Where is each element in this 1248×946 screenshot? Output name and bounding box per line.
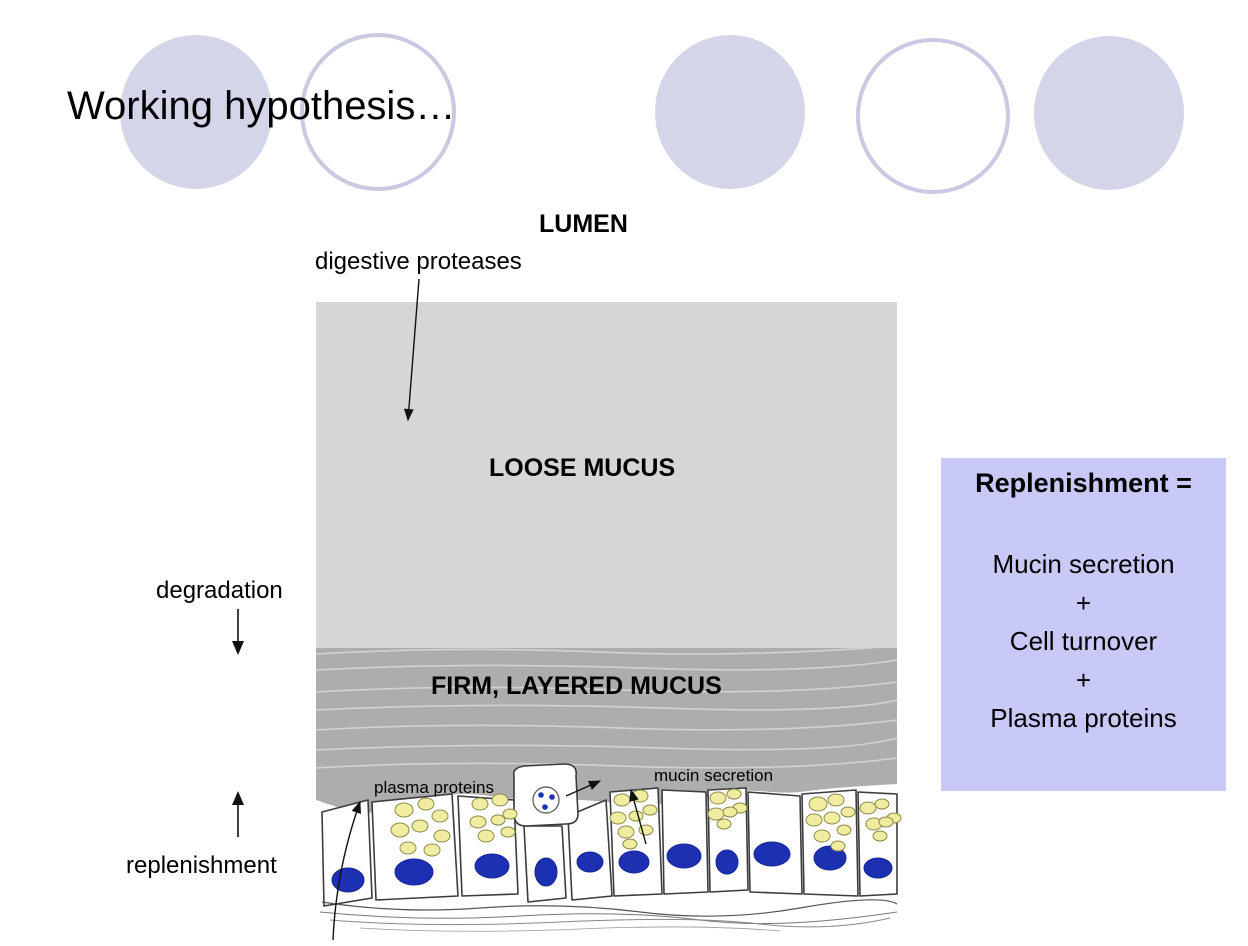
loose-mucus-label: LOOSE MUCUS	[489, 454, 676, 482]
decorative-circle-filled-2	[655, 35, 805, 189]
decorative-circle-outline-1	[300, 33, 456, 191]
digestive-proteases-arrow	[403, 278, 420, 422]
plasma-proteins-label: plasma proteins	[374, 778, 495, 797]
mucin-secretion-label: mucin secretion	[654, 766, 774, 785]
digestive-proteases-label: digestive proteases	[315, 248, 522, 275]
lumen-label: LUMEN	[539, 210, 628, 238]
basement-membrane	[319, 899, 898, 932]
cell	[661, 789, 709, 895]
summary-box-item: Plasma proteins	[990, 703, 1177, 733]
degradation-label: degradation	[156, 577, 283, 604]
degradation-arrow	[232, 609, 244, 655]
firm-mucus-layer-lines	[315, 645, 898, 769]
decorative-circle-filled-3	[1034, 36, 1184, 190]
plasma-proteins-arrow	[332, 800, 361, 941]
summary-box: Replenishment = Mucin secretion + Cell t…	[941, 458, 1226, 791]
firm-layered-mucus-label: FIRM, LAYERED MUCUS	[431, 672, 722, 700]
mucin-granules	[390, 788, 902, 857]
summary-box-plus: +	[1075, 587, 1092, 618]
summary-box-item: Cell turnover	[1009, 626, 1158, 656]
summary-box-item: Mucin secretion	[992, 549, 1175, 579]
mucin-secretion-arrow	[629, 788, 647, 845]
replenishment-label: replenishment	[126, 852, 277, 879]
decorative-circle-filled-1	[120, 35, 272, 189]
summary-box-plus: +	[1075, 664, 1092, 695]
mucus-diagram	[315, 278, 902, 941]
cell	[567, 799, 613, 901]
decorative-circle-outline-2	[856, 38, 1010, 194]
slide-title: Working hypothesis…	[67, 84, 456, 128]
shed-cell-dots	[538, 792, 555, 810]
shed-cell-arrow	[565, 780, 602, 797]
diagram-arrows	[332, 278, 647, 941]
firm-mucus-region	[316, 648, 897, 813]
cell-nuclei	[331, 841, 893, 893]
summary-box-heading: Replenishment =	[975, 468, 1192, 498]
replenishment-arrow	[232, 791, 244, 837]
